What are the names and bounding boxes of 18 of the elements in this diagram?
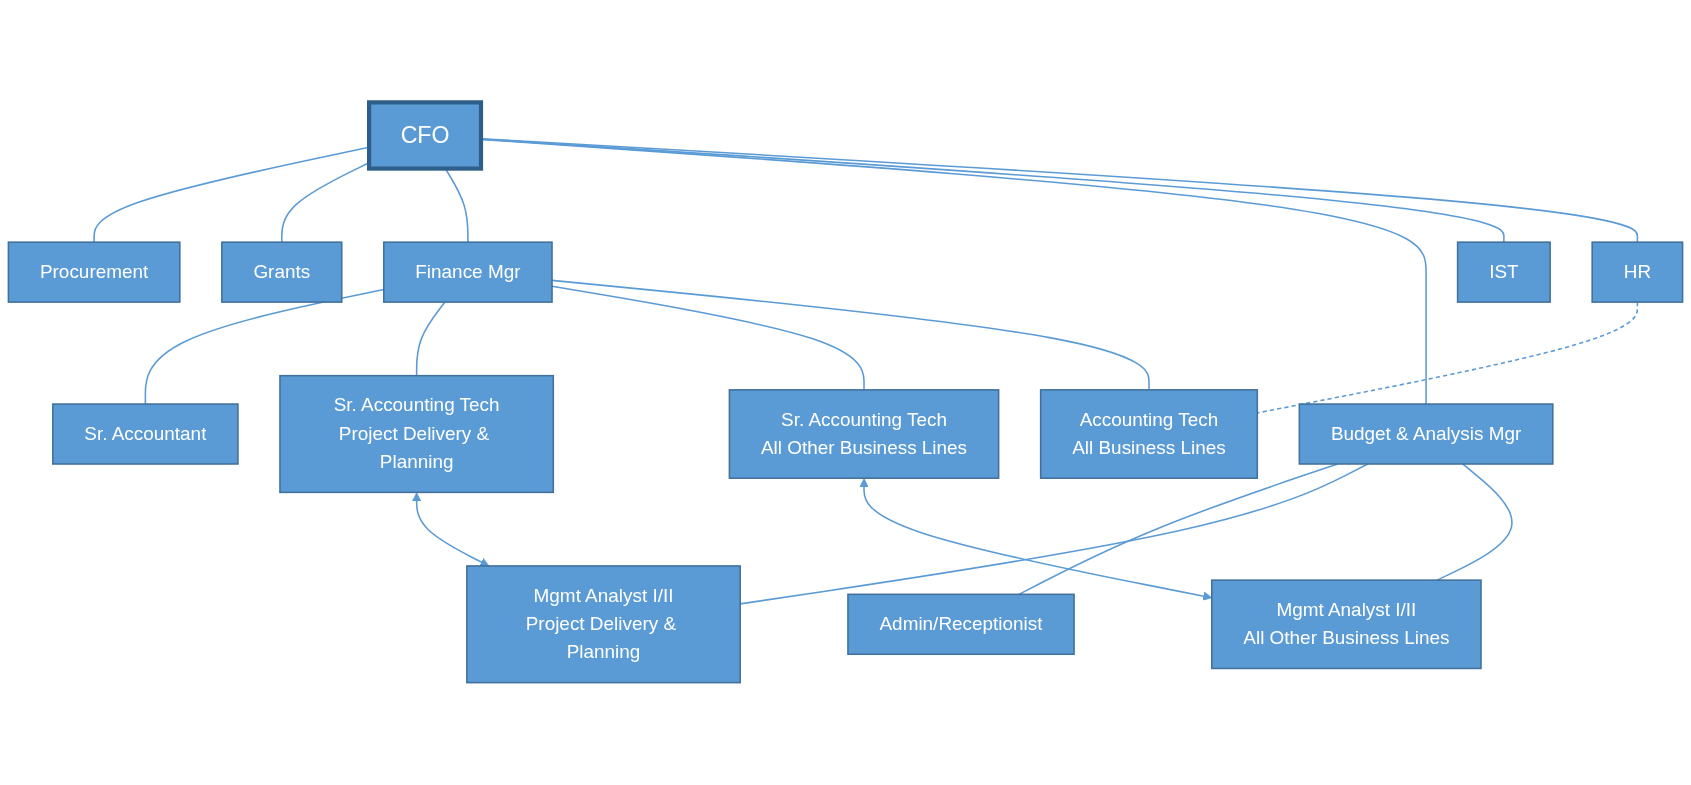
node-box: Mgmt Analyst I/II All Other Business Lines [1211,579,1482,670]
arrow [412,492,490,567]
node-box: Procurement [7,241,181,303]
node-box: Mgmt Analyst I/II Project Delivery & Planning [466,565,741,684]
node-box: CFO [367,100,484,171]
node-box: Finance Mgr [383,241,553,303]
node-box: Sr. Accounting Tech All Other Business Lines [728,389,1000,479]
node-box: Grants [221,241,343,303]
node-box: HR [1591,241,1684,303]
connector [1436,463,1513,581]
node-box: Sr. Accounting Tech Project Delivery & Planning [279,374,555,494]
node-box: IST [1456,241,1551,303]
connector [1018,463,1339,596]
node-box: Admin/Receptionist [847,593,1075,656]
node-box: Sr. Accountant [52,403,239,465]
node-box: Budget & Analysis Mgr [1298,403,1554,465]
node-box: Accounting Tech All Business Lines [1039,389,1259,479]
connector [415,301,446,377]
